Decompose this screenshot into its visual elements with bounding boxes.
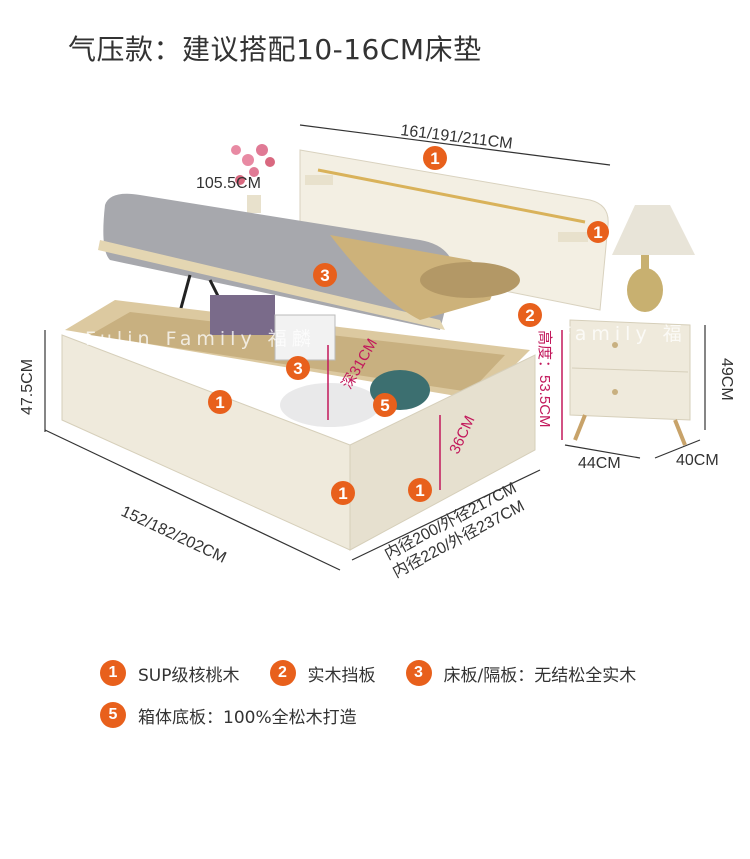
badge-5-bottom: 5 <box>373 393 397 417</box>
legend-badge-3: 3 <box>405 660 432 686</box>
headboard-height-label: 105.5CM <box>196 175 261 192</box>
svg-text:1: 1 <box>593 223 602 242</box>
table-lamp <box>612 205 695 312</box>
bed-base-side <box>349 354 536 551</box>
headboard-width-label: 161/191/211CM <box>400 122 514 153</box>
svg-text:5: 5 <box>380 396 389 415</box>
dimension-line-bed-width <box>44 429 341 571</box>
shelf-right <box>558 232 588 242</box>
lifted-board <box>98 240 445 330</box>
badge-1-side: 1 <box>408 478 432 502</box>
dimension-line-bed-length <box>351 469 541 561</box>
bed-width-label: 152/182/202CM <box>118 503 228 567</box>
svg-text:1: 1 <box>430 149 439 168</box>
flower-vase <box>231 144 275 213</box>
svg-text:2: 2 <box>525 306 534 325</box>
badge-1-corner: 1 <box>331 481 355 505</box>
total-height-label: 高度：53.5CM <box>536 330 553 428</box>
nightstand-height-label: 49CM <box>718 358 735 401</box>
dimension-line-headboard <box>299 124 611 166</box>
badge-2-panel: 2 <box>518 303 542 327</box>
legend-item-3: 3 床板/隔板：无结松全实木 <box>405 660 637 686</box>
watermark: Fulin Family 福麟 <box>85 328 316 350</box>
nightstand-depth-label: 40CM <box>676 452 719 469</box>
legend-item-2: 2 实木挡板 <box>269 660 376 686</box>
svg-text:3: 3 <box>293 359 302 378</box>
legend-badge-1: 1 <box>100 660 126 686</box>
shelf-left <box>305 175 333 185</box>
headboard-light-strip <box>317 168 586 224</box>
badge-1-front: 1 <box>208 390 232 414</box>
dimension-line-nightstand-depth <box>654 439 701 459</box>
legend-text-1: SUP级核桃木 <box>138 665 240 686</box>
legend-item-1: 1 SUP级核桃木 <box>100 660 240 686</box>
legend-text-3: 床板/隔板：无结松全实木 <box>443 665 637 686</box>
svg-text:1: 1 <box>215 393 224 412</box>
materials-legend: 1 SUP级核桃木 2 实木挡板 3 床板/隔板：无结松全实木 5 箱体底板：1… <box>100 660 720 744</box>
badge-3-board: 3 <box>313 263 337 287</box>
stored-basket <box>274 314 336 361</box>
legend-row-2: 5 箱体底板：100%全松木打造 <box>100 702 720 728</box>
product-illustration: Fulin Family 福麟 Fulin Family 福 161/191/2… <box>19 122 735 581</box>
dimension-line-nightstand-width <box>564 444 641 459</box>
bed-height-label: 47.5CM <box>19 359 36 415</box>
lifted-mattress <box>103 193 455 330</box>
legend-text-5: 箱体底板：100%全松木打造 <box>138 707 357 728</box>
watermark-right: Fulin Family 福 <box>480 323 687 345</box>
badge-1-headboard: 1 <box>423 146 447 170</box>
legend-item-5: 5 箱体底板：100%全松木打造 <box>100 702 357 728</box>
nightstand-width-label: 44CM <box>578 455 621 472</box>
legend-badge-2: 2 <box>269 660 296 686</box>
headboard <box>299 149 609 311</box>
nightstand <box>569 319 691 446</box>
pillow <box>420 262 520 298</box>
badge-1-shelf: 1 <box>587 221 609 243</box>
blanket <box>330 235 493 320</box>
badge-3-divider: 3 <box>286 356 310 380</box>
legend-row-1: 1 SUP级核桃木 2 实木挡板 3 床板/隔板：无结松全实木 <box>100 660 720 686</box>
svg-text:1: 1 <box>415 481 424 500</box>
stored-items <box>280 383 380 427</box>
page-title: 气压款：建议搭配10-16CM床垫 <box>68 33 482 66</box>
svg-text:1: 1 <box>338 484 347 503</box>
legend-badge-5: 5 <box>100 702 126 728</box>
stored-clothes <box>210 295 275 335</box>
legend-text-2: 实木挡板 <box>307 665 376 686</box>
svg-text:3: 3 <box>320 266 329 285</box>
